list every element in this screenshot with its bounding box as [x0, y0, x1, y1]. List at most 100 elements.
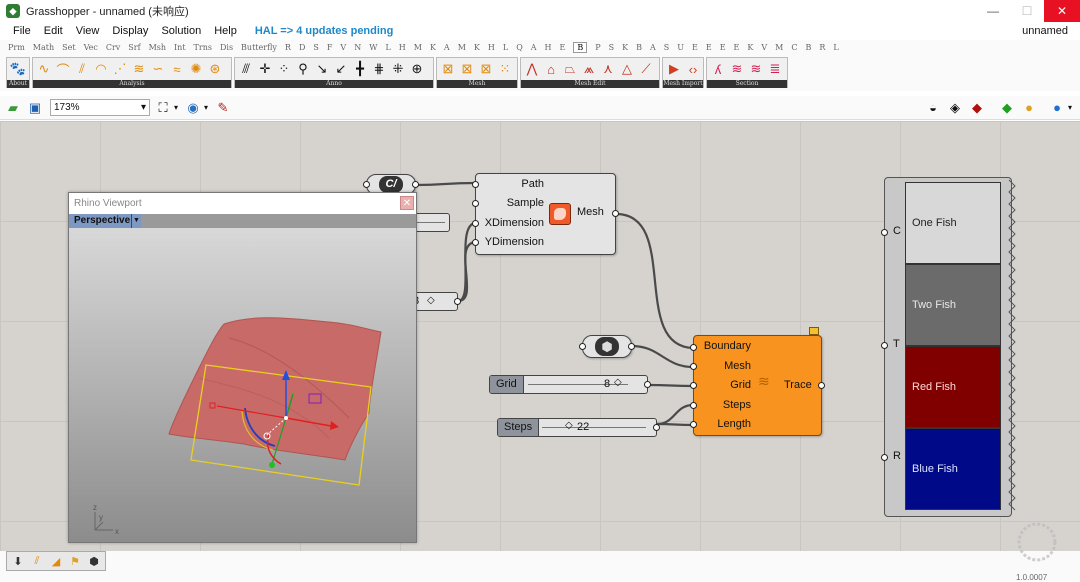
save-file-icon[interactable]: ▣ — [28, 99, 42, 115]
tab-e[interactable]: E — [705, 43, 712, 52]
menu-help[interactable]: Help — [214, 25, 237, 37]
point-tool-icon[interactable]: ✛ — [259, 61, 271, 76]
hatch-tool-icon[interactable]: ⫽ — [79, 61, 85, 76]
tab-l[interactable]: L — [833, 43, 839, 52]
chevron-down-icon[interactable]: ▾ — [1067, 103, 1072, 112]
swatch-red-fish[interactable]: Red Fish — [905, 346, 1001, 428]
input-pin-r[interactable] — [881, 454, 888, 461]
output-pin[interactable] — [612, 210, 619, 217]
code-tool-icon[interactable]: ‹› — [688, 61, 698, 77]
mesh-edit-tool-icon[interactable]: △ — [622, 61, 632, 76]
mesh-tool-icon[interactable]: ⊠ — [442, 61, 454, 76]
menu-view[interactable]: View — [75, 25, 100, 37]
vector-tool-icon[interactable]: ↙ — [335, 61, 347, 76]
tab-int[interactable]: Int — [174, 43, 186, 52]
download-icon[interactable]: ⬇ — [13, 555, 23, 568]
zoom-select[interactable]: 173% ▾ — [50, 99, 150, 116]
section-tool-icon[interactable]: ≣ — [769, 61, 781, 76]
brep-param-icon[interactable]: ⬢ — [89, 555, 99, 568]
preview-wire-icon[interactable]: ◒ — [929, 100, 937, 115]
tab-c[interactable]: C — [791, 43, 798, 52]
tab-k[interactable]: K — [473, 43, 480, 52]
wave-tool-icon[interactable]: ≋ — [133, 61, 145, 76]
tab-k[interactable]: K — [622, 43, 629, 52]
rhino-viewport-titlebar[interactable]: Rhino Viewport — [69, 193, 416, 214]
tab-l[interactable]: L — [385, 43, 391, 52]
cross-tool-icon[interactable]: ╋ — [356, 61, 364, 76]
tab-m[interactable]: M — [457, 43, 466, 52]
input-pin-t[interactable] — [881, 342, 888, 349]
output-pin[interactable] — [644, 381, 651, 388]
mesh-tool-icon[interactable]: ⁙ — [499, 61, 511, 76]
preview-shaded-icon[interactable]: ◈ — [950, 99, 960, 115]
input-pin[interactable] — [472, 200, 479, 207]
swatch-one-fish[interactable]: One Fish — [905, 182, 1001, 264]
tab-f[interactable]: F — [326, 43, 333, 52]
tab-vec[interactable]: Vec — [83, 43, 98, 52]
tab-b[interactable]: B — [573, 42, 588, 53]
menu-solution[interactable]: Solution — [161, 25, 202, 37]
tab-trns[interactable]: Trns — [193, 43, 212, 52]
input-pin-c[interactable] — [881, 229, 888, 236]
hatch-tool-icon[interactable]: ⫽ — [34, 554, 40, 567]
steps-slider[interactable]: Steps ◇ 22 — [497, 418, 660, 437]
tab-r[interactable]: R — [819, 43, 826, 52]
tab-set[interactable]: Set — [62, 43, 76, 52]
tab-prm[interactable]: Prm — [8, 43, 25, 52]
section-tool-icon[interactable]: ≋ — [750, 61, 762, 76]
curve-tool-icon[interactable]: ◢ — [51, 555, 61, 568]
zoom-extents-icon[interactable]: ⛶ — [158, 99, 168, 115]
tab-m[interactable]: M — [775, 43, 784, 52]
tab-s[interactable]: S — [608, 43, 615, 52]
close-button[interactable]: ✕ — [1044, 0, 1080, 22]
mesh-from-path-component[interactable]: Path Sample XDimension YDimension Mesh — [472, 173, 619, 255]
curve-tool-icon[interactable]: ∽ — [152, 61, 164, 76]
tab-h[interactable]: H — [398, 43, 406, 52]
mesh-quality-icon[interactable]: ● — [1053, 100, 1061, 115]
tab-v[interactable]: V — [340, 43, 347, 52]
output-pin[interactable] — [412, 181, 419, 188]
target-tool-icon[interactable]: ⊕ — [411, 61, 423, 76]
material-icon[interactable]: ● — [1025, 100, 1033, 115]
points-tool-icon[interactable]: ⁜ — [392, 61, 404, 76]
mesh-tool-icon[interactable]: ⊠ — [480, 61, 492, 76]
swatch-two-fish[interactable]: Two Fish — [905, 264, 1001, 346]
tab-k[interactable]: K — [747, 43, 754, 52]
scatter-tool-icon[interactable]: ⁘ — [278, 61, 290, 76]
tab-h[interactable]: H — [487, 43, 495, 52]
input-pin[interactable] — [363, 181, 370, 188]
tab-math[interactable]: Math — [32, 43, 55, 52]
tab-q[interactable]: Q — [516, 43, 523, 52]
input-pin[interactable] — [472, 239, 479, 246]
tab-crv[interactable]: Crv — [105, 43, 121, 52]
menu-edit[interactable]: Edit — [43, 25, 63, 37]
arc-tool-icon[interactable]: ◠ — [95, 61, 107, 76]
tab-a[interactable]: A — [650, 43, 656, 52]
chevron-down-icon[interactable]: ▾ — [173, 103, 178, 112]
mesh-edit-tool-icon[interactable]: ⟋ — [641, 61, 651, 76]
tab-e[interactable]: E — [559, 43, 566, 52]
tab-v[interactable]: V — [761, 43, 768, 52]
play-tool-icon[interactable]: ▶ — [669, 61, 679, 76]
color-swatch-panel[interactable]: C T R One Fish Two Fish Red Fish Blue Fi… — [881, 177, 1016, 517]
tab-u[interactable]: U — [677, 43, 685, 52]
pin-tool-icon[interactable]: ⚲ — [298, 61, 308, 76]
tab-b[interactable]: B — [805, 43, 812, 52]
mesh-edit-tool-icon[interactable]: ⩕ — [583, 61, 595, 76]
swatch-blue-fish[interactable]: Blue Fish — [905, 428, 1001, 510]
mesh-tool-icon[interactable]: ⊠ — [461, 61, 473, 76]
tab-a[interactable]: A — [443, 43, 450, 52]
input-pin[interactable] — [579, 343, 586, 350]
chevron-down-icon[interactable]: ▼ — [131, 214, 141, 228]
section-tool-icon[interactable]: ≋ — [731, 61, 743, 76]
minimize-button[interactable]: — — [987, 4, 999, 18]
sketch-pen-icon[interactable]: ✎ — [217, 99, 229, 115]
mesh-edit-tool-icon[interactable]: ⏢ — [564, 61, 576, 76]
trace-component[interactable]: Boundary Mesh Grid Steps Length ≋ Trace — [690, 327, 825, 436]
tab-s[interactable]: S — [663, 43, 670, 52]
flow-tool-icon[interactable]: ≈ — [173, 61, 181, 77]
tab-e[interactable]: E — [692, 43, 698, 52]
curve-param-node[interactable]: C/ — [363, 174, 419, 195]
viewport-name-tab[interactable]: Perspective ▼ — [69, 214, 141, 228]
tab-e[interactable]: E — [733, 43, 740, 52]
